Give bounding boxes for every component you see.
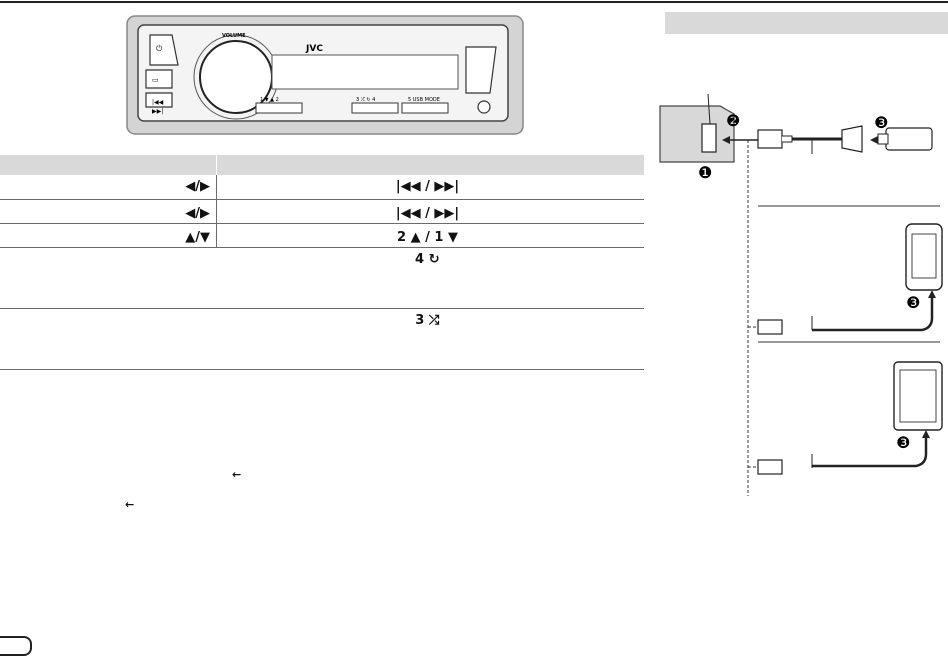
usb-connection-diagram: ❶ ❷ ❸ ❸ ❸ (659, 93, 943, 496)
left-cell (0, 308, 217, 370)
page-tab-marker (0, 636, 32, 656)
left-cell: ◀/▶ (0, 175, 217, 200)
left-cell (0, 247, 217, 309)
table-row: ▲/▼ 2 ▲ / 1 ▼ (0, 223, 644, 248)
arrow-left-icon: ← (125, 498, 135, 511)
right-cell: |◀◀ / ▶▶| (216, 175, 644, 200)
callout-3a: ❸ (874, 113, 888, 132)
left-cell: ◀/▶ (0, 199, 217, 224)
svg-text:5 USB MODE: 5 USB MODE (408, 97, 440, 103)
car-stereo-faceplate: ⏻ ▭ |◀◀ VOLUME JVC 1 ▼ ▲ 2 3 ⤮ ↻ 4 5 USB… (126, 15, 524, 135)
section-header-bar (665, 12, 948, 34)
table-row: 3 ⤮ (0, 308, 644, 370)
table-row: ◀/▶ |◀◀ / ▶▶| (0, 199, 644, 224)
controls-table: ◀/▶ |◀◀ / ▶▶| ◀/▶ |◀◀ / ▶▶| ▲/▼ 2 ▲ / 1 … (0, 155, 644, 370)
left-cell: ▲/▼ (0, 223, 217, 248)
top-rule (0, 1, 948, 3)
callout-3b: ❸ (906, 293, 920, 312)
right-cell: 3 ⤮ (216, 308, 644, 370)
right-cell: 4 ↻ (216, 247, 644, 309)
arrow-left-icon: ← (232, 468, 242, 481)
svg-text:3 ⤮ ↻ 4: 3 ⤮ ↻ 4 (356, 97, 375, 103)
brand-logo: JVC (305, 44, 323, 54)
volume-label: VOLUME (222, 33, 246, 39)
table-row: ◀/▶ |◀◀ / ▶▶| (0, 175, 644, 200)
right-cell: 2 ▲ / 1 ▼ (216, 223, 644, 248)
svg-text:▭: ▭ (152, 76, 159, 84)
right-cell: |◀◀ / ▶▶| (216, 199, 644, 224)
callout-2: ❷ (726, 111, 740, 130)
callout-3c: ❸ (896, 433, 910, 452)
usb-drive (885, 127, 933, 151)
power-button-shape (149, 34, 179, 66)
aux-jack (477, 100, 491, 114)
svg-text:⏻: ⏻ (156, 44, 163, 53)
svg-text:1 ▼ ▲ 2: 1 ▼ ▲ 2 (260, 97, 279, 103)
svg-text:▶▶|: ▶▶| (152, 108, 163, 115)
callout-1: ❶ (698, 163, 712, 182)
svg-text:|◀◀: |◀◀ (152, 99, 164, 106)
table-row: 4 ↻ (0, 247, 644, 309)
